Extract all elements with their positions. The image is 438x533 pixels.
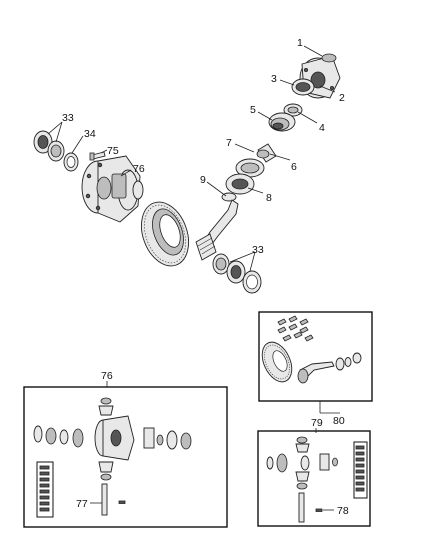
kit-side-gear xyxy=(319,453,338,471)
kit-left-gears xyxy=(266,453,288,473)
callout-2: 2 xyxy=(339,92,345,104)
callout-34: 34 xyxy=(84,128,96,140)
assy-left-bearings xyxy=(33,425,84,448)
seal-ring-3 xyxy=(291,78,315,96)
kit-hardware-strip xyxy=(353,441,368,499)
callout-4: 4 xyxy=(319,122,325,134)
differential-case xyxy=(81,155,144,223)
callout-8: 8 xyxy=(266,192,272,204)
callout-76-top: 76 xyxy=(133,163,145,175)
shim-34 xyxy=(63,152,79,172)
bearing-set-33-right xyxy=(226,260,262,294)
kit-cross-shaft xyxy=(298,492,305,523)
kit-lock-pin xyxy=(315,508,323,512)
callout-9: 9 xyxy=(200,174,206,186)
differential-assembly-box xyxy=(23,386,228,528)
cross-shaft xyxy=(101,483,108,516)
bearing-cone-33-left xyxy=(47,140,65,162)
callout-6: 6 xyxy=(291,161,297,173)
assy-top-gears xyxy=(98,397,114,416)
callout-33-right: 33 xyxy=(252,244,264,256)
kit-bearings xyxy=(335,352,362,371)
bearing-5 xyxy=(268,112,296,132)
assy-bottom-gears xyxy=(98,461,114,481)
assy-case xyxy=(94,415,135,461)
callout-33-left: 33 xyxy=(62,112,74,124)
callout-group-top: 1 2 3 4 5 6 7 8 9 33 34 75 76 33 xyxy=(47,37,345,272)
kit-pinion xyxy=(297,361,335,384)
callout-1: 1 xyxy=(297,37,303,49)
callout-75: 75 xyxy=(107,145,119,157)
callout-3: 3 xyxy=(271,73,277,85)
kit-bottom-gears xyxy=(295,471,310,490)
callout-78: 78 xyxy=(337,505,349,517)
washer-4 xyxy=(283,103,303,117)
bearing-cone-33-right xyxy=(212,253,230,275)
hardware-strip xyxy=(36,461,54,518)
shim-7 xyxy=(235,158,265,178)
collapsible-spacer-6 xyxy=(256,143,277,163)
baffle-9 xyxy=(221,192,237,202)
callout-80: 80 xyxy=(333,415,345,427)
callout-5: 5 xyxy=(250,104,256,116)
callout-76-bottom: 76 xyxy=(101,370,113,382)
pinion-gear xyxy=(195,199,239,261)
diff-components-box xyxy=(257,430,371,527)
callout-79: 79 xyxy=(311,417,323,429)
bolt-set xyxy=(277,315,314,342)
pinion-bearing-8 xyxy=(225,173,255,195)
ring-gear xyxy=(140,201,190,267)
kit-center-gear xyxy=(300,455,310,471)
callout-77: 77 xyxy=(76,498,88,510)
callout-7: 7 xyxy=(226,137,232,149)
kit-top-gears xyxy=(295,436,310,453)
gear-set-kit-box xyxy=(258,311,373,402)
lock-pin xyxy=(118,500,126,504)
bolt-75 xyxy=(89,151,106,161)
bearing-cup-33-left xyxy=(33,130,53,154)
kit-ring-gear xyxy=(261,341,293,383)
assy-right-gears xyxy=(143,427,192,450)
